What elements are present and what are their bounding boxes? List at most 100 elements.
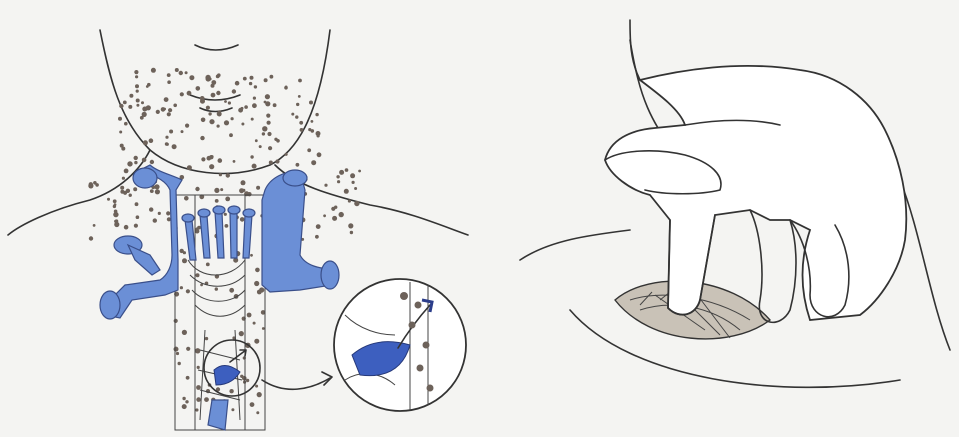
stipple-dot [259,145,262,148]
stipple-dot [119,104,123,108]
stipple-dot [229,133,233,137]
stipple-dot [195,348,200,353]
stipple-dot [175,68,179,72]
stipple-dot [149,138,154,143]
stipple-dot [274,138,277,141]
stipple-dot [265,94,270,99]
stipple-dot [308,128,311,131]
stipple-dot [95,183,99,187]
stipple-dot [235,81,240,86]
stipple-dot [149,207,153,211]
stipple-dot [250,402,255,407]
stipple-dot [231,408,234,411]
stipple-dot [267,132,271,136]
stipple-dot [337,180,340,183]
stipple-dot [268,146,272,150]
stipple-dot [247,313,252,318]
stipple-dot [339,212,344,217]
stipple-dot [253,97,256,100]
zoom-arrow [262,378,330,389]
stipple-dot [264,101,267,104]
stipple-dot [262,132,265,135]
stipple-dot [250,254,253,257]
stipple-dot [324,184,327,187]
stipple-dot [136,90,139,93]
stipple-dot [151,68,156,73]
stipple-dot [205,75,210,80]
stipple-dot [267,121,271,125]
stipple-dot [113,199,117,203]
stipple-dot [291,113,294,116]
stipple-dot [114,222,119,227]
stipple-dot [316,224,321,229]
stipple-dot [336,175,339,178]
stipple-dot [214,188,219,193]
stipple-dot [165,136,168,139]
stipple-dot [134,156,138,160]
stipple-dot [196,86,201,91]
zoom-arrow-head [322,372,332,385]
stipple-dot [167,112,171,116]
stipple-dot [246,379,249,382]
stipple-dot [179,71,183,75]
stipple-dot [300,128,304,132]
stipple-dot [225,197,230,202]
stipple-dot [174,347,179,352]
stipple-dot [200,136,204,140]
wrist-crease [630,20,640,80]
stipple-dot [135,84,139,88]
stipple-dot [150,160,154,164]
stipple-dot [129,94,133,98]
stipple-dot [311,160,316,165]
finger-exploration-drawing [480,0,959,437]
stipple-dot [352,181,355,184]
stipple-dot [180,286,183,289]
stipple-dot [254,339,259,344]
stipple-dot [284,86,288,90]
stipple-dot [153,218,157,222]
stipple-dot [134,224,138,228]
stipple-dot [323,214,326,217]
neck-lymph-drawing [0,0,480,437]
stipple-dot [216,91,220,95]
stipple-dot [206,106,210,110]
stipple-dot [218,158,223,163]
stipple-dot [348,223,353,228]
stipple-dot [208,112,211,115]
stipple-dot [252,164,257,169]
stipple-dot [206,263,210,267]
stipple-dot [135,75,138,78]
stipple-dot [209,164,214,169]
stipple-dot [253,322,256,325]
stipple-dot [123,101,127,105]
stipple-dot [317,134,320,137]
stipple-dot [163,108,166,111]
stipple-dot [93,224,96,227]
stipple-dot [225,224,229,228]
stipple-dot [196,273,200,277]
body-curve-left [520,230,630,260]
magnified-detail [334,279,466,411]
stipple-dot [354,187,357,190]
stipple-dot [226,173,230,177]
stipple-dot [181,130,184,133]
stipple-dot [119,131,122,134]
stipple-dot [332,216,337,221]
stipple-dot [143,140,148,145]
middle-finger [750,210,796,322]
stipple-dot [220,188,223,191]
stipple-dot [204,397,209,402]
stipple-dot [266,114,270,118]
stipple-dot [167,80,171,84]
stipple-dot [197,226,201,230]
stipple-dot [129,194,132,197]
stipple-dot [178,362,181,365]
stipple-dot [150,189,154,193]
stipple-dot [146,105,151,110]
stipple-dot [262,126,267,131]
stipple-dot [209,119,214,124]
stipple-dot [217,125,220,128]
stipple-dot [136,215,140,219]
stipple-dot [255,268,260,273]
